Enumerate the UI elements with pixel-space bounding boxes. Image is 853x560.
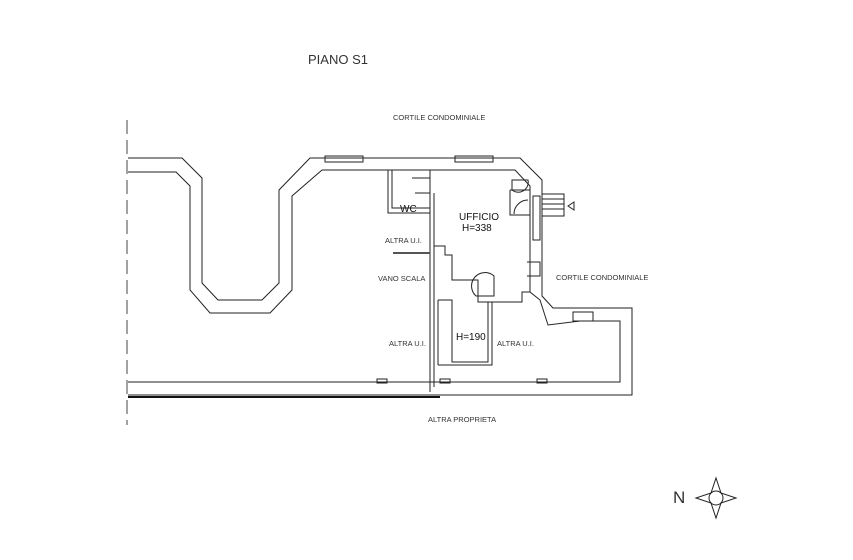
unit-walls (387, 170, 541, 392)
wall-mark (376, 378, 388, 384)
stair-steps (471, 179, 565, 297)
compass-rose-icon (694, 476, 738, 520)
label-altra-ui: ALTRA U.I. (385, 236, 422, 245)
label-wc: WC (400, 204, 417, 215)
outer-wall (128, 157, 633, 396)
label-h190: H=190 (456, 332, 486, 343)
plan-title: PIANO S1 (308, 52, 368, 67)
label-cortile-right: CORTILE CONDOMINIALE (556, 273, 648, 282)
label-altra-proprieta: ALTRA PROPRIETA (428, 415, 496, 424)
label-vano-scala: VANO SCALA (378, 274, 425, 283)
label-altra-ui: ALTRA U.I. (389, 339, 426, 348)
wall-mark (536, 378, 548, 384)
wall-mark (439, 378, 451, 384)
window (454, 155, 494, 163)
entry-arrow-icon (567, 201, 575, 211)
label-ufficio-height: H=338 (462, 223, 492, 234)
label-altra-ui: ALTRA U.I. (497, 339, 534, 348)
compass-north-label: N (673, 488, 685, 507)
label-cortile-top: CORTILE CONDOMINIALE (393, 113, 485, 122)
window (324, 155, 364, 163)
label-ufficio: UFFICIO (459, 212, 499, 223)
window (572, 311, 594, 322)
